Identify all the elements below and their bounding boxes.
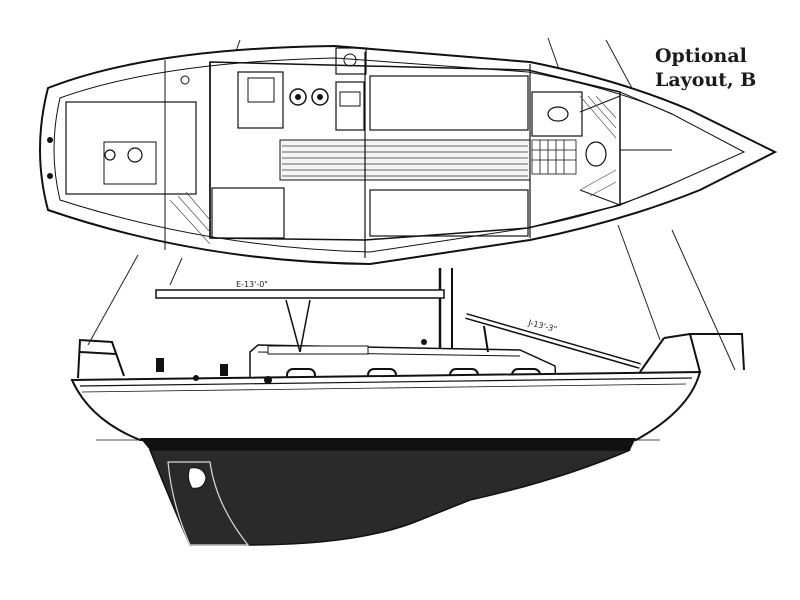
plan-companionway [335, 47, 367, 75]
hull-bottom [148, 449, 631, 546]
rudder [167, 461, 250, 546]
profile-view [70, 268, 745, 546]
stern-pulpit [77, 338, 125, 379]
plan-settee [369, 189, 529, 237]
stove-burner-icon [311, 88, 329, 106]
layout-title-line2: Layout, B [655, 69, 757, 91]
stove-burner-icon [289, 88, 307, 106]
sink-icon [547, 106, 569, 122]
plan-forward-grate [531, 139, 577, 175]
toilet-icon [585, 141, 607, 167]
winch-icon [104, 149, 116, 161]
bow-pulpit [639, 333, 745, 373]
layout-title: Optional Layout, B [655, 44, 795, 92]
boot-stripe [140, 438, 636, 450]
forestay-dimension-label: J-13'-3" [527, 318, 558, 334]
plan-deck-line [53, 57, 746, 253]
layout-title-line1: Optional [655, 45, 747, 67]
plan-settee [369, 75, 529, 131]
plan-view [39, 44, 778, 266]
boom [155, 289, 445, 299]
plan-cockpit [65, 101, 197, 195]
plan-galley [237, 71, 284, 129]
plan-shading [169, 95, 617, 245]
boom-dimension-label: E-13'-0" [236, 280, 268, 289]
plan-head [531, 91, 583, 137]
plan-saloon-sole [279, 139, 531, 181]
winch-icon [156, 358, 164, 372]
